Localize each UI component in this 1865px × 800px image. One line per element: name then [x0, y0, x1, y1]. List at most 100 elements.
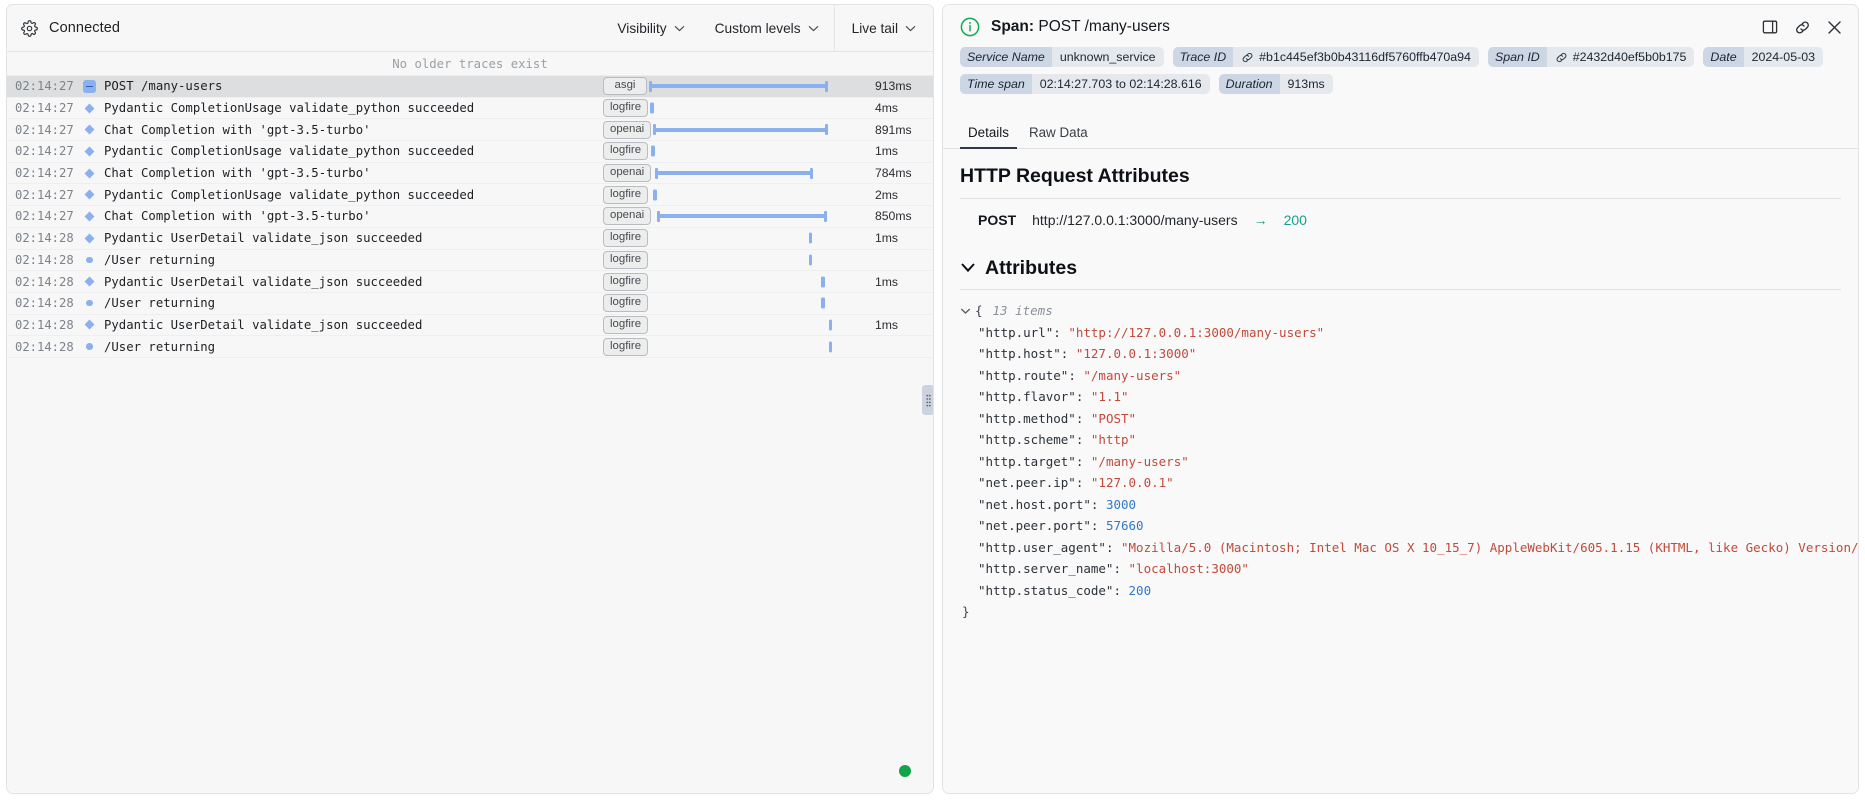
json-value: "Mozilla/5.0 (Macintosh; Intel Mac OS X … — [1121, 540, 1859, 555]
json-entry: "http.route": "/many-users" — [960, 365, 1841, 387]
json-value: "127.0.0.1:3000" — [1076, 346, 1196, 361]
close-icon[interactable] — [1827, 20, 1842, 35]
trace-duration-bar — [657, 214, 827, 218]
json-root-line[interactable]: { 13 items — [960, 300, 1841, 322]
copy-link-icon[interactable] — [1794, 19, 1811, 36]
json-entry: "http.status_code": 200 — [960, 580, 1841, 602]
trace-row[interactable]: 02:14:27Chat Completion with 'gpt-3.5-tu… — [7, 119, 933, 141]
trace-row-label: Pydantic UserDetail validate_json succee… — [104, 231, 422, 245]
metadata-key: Service Name — [960, 47, 1052, 67]
detail-tabs[interactable]: DetailsRaw Data — [943, 107, 1858, 149]
trace-source-badge[interactable]: logfire — [603, 316, 648, 334]
dot-icon — [83, 257, 96, 264]
metadata-pill: Trace ID#b1c445ef3b0b43116df5760ffb470a9… — [1173, 47, 1479, 67]
json-collapse-icon[interactable] — [960, 300, 971, 322]
trace-row[interactable]: 02:14:27Chat Completion with 'gpt-3.5-tu… — [7, 163, 933, 185]
trace-row[interactable]: 02:14:27Pydantic CompletionUsage validat… — [7, 184, 933, 206]
json-value: "http://127.0.0.1:3000/many-users" — [1068, 325, 1324, 340]
trace-row[interactable]: 02:14:28/User returninglogfire — [7, 250, 933, 272]
traces-toolbar: Connected Visibility Custom levels Liv — [7, 5, 933, 52]
connection-status: Connected — [49, 20, 120, 36]
trace-duration-bar — [821, 298, 825, 309]
copy-link-icon[interactable] — [1241, 51, 1254, 64]
trace-source-badge[interactable]: logfire — [603, 273, 648, 291]
copy-link-icon[interactable] — [1555, 51, 1568, 64]
trace-source-badge[interactable]: logfire — [603, 338, 648, 356]
metadata-value-text: 02:14:27.703 to 02:14:28.616 — [1040, 77, 1202, 91]
request-url[interactable]: http://127.0.0.1:3000/many-users — [1032, 212, 1237, 228]
panel-resize-handle[interactable] — [922, 385, 934, 415]
trace-source-badge[interactable]: logfire — [603, 142, 648, 160]
json-key: "net.peer.port" — [978, 518, 1091, 533]
json-items-count: 13 items — [993, 300, 1053, 322]
json-entry: "http.flavor": "1.1" — [960, 386, 1841, 408]
trace-row[interactable]: 02:14:27POST /many-usersasgi913ms — [7, 76, 933, 98]
chevron-down-icon — [905, 25, 916, 32]
trace-bar-area — [649, 293, 835, 314]
trace-bar-area — [649, 271, 835, 292]
trace-duration-bar — [829, 341, 833, 352]
tab-raw-data[interactable]: Raw Data — [1021, 121, 1096, 149]
span-details-panel: Span: POST /many-users — [942, 4, 1859, 794]
trace-row[interactable]: 02:14:27Pydantic CompletionUsage validat… — [7, 98, 933, 120]
diamond-icon — [83, 191, 96, 198]
json-key: "net.peer.ip" — [978, 475, 1076, 490]
trace-row[interactable]: 02:14:27Pydantic CompletionUsage validat… — [7, 141, 933, 163]
trace-source-badge[interactable]: logfire — [603, 294, 648, 312]
metadata-value[interactable]: #2432d40ef5b0b175 — [1547, 47, 1695, 67]
json-colon: : — [1091, 518, 1106, 533]
metadata-value: 913ms — [1280, 74, 1333, 94]
json-key: "http.scheme" — [978, 432, 1076, 447]
tab-details[interactable]: Details — [960, 121, 1017, 149]
trace-row[interactable]: 02:14:28/User returninglogfire — [7, 293, 933, 315]
live-tail-dropdown[interactable]: Live tail — [835, 5, 933, 51]
trace-bar-area — [649, 98, 835, 119]
response-status-code: 200 — [1284, 212, 1307, 228]
custom-levels-dropdown[interactable]: Custom levels — [700, 5, 834, 51]
trace-row-label: POST /many-users — [104, 79, 222, 93]
trace-row[interactable]: 02:14:28Pydantic UserDetail validate_jso… — [7, 271, 933, 293]
trace-source-badge[interactable]: asgi — [603, 77, 647, 95]
trace-source-badge[interactable]: openai — [603, 164, 651, 182]
json-entry: "http.target": "/many-users" — [960, 451, 1841, 473]
trace-row[interactable]: 02:14:27Chat Completion with 'gpt-3.5-tu… — [7, 206, 933, 228]
attributes-toggle[interactable]: Attributes — [943, 241, 1858, 289]
json-value: 200 — [1129, 583, 1152, 598]
metadata-key: Date — [1703, 47, 1743, 67]
trace-row[interactable]: 02:14:28Pydantic UserDetail validate_jso… — [7, 315, 933, 337]
trace-duration-bar — [650, 103, 654, 114]
trace-row[interactable]: 02:14:28/User returninglogfire — [7, 336, 933, 358]
json-value: "/many-users" — [1083, 368, 1181, 383]
info-circle-icon — [960, 17, 980, 37]
visibility-dropdown[interactable]: Visibility — [602, 5, 699, 51]
metadata-value-text: 2024-05-03 — [1752, 50, 1815, 64]
trace-source-badge[interactable]: logfire — [603, 99, 648, 117]
json-colon: : — [1076, 475, 1091, 490]
json-value: "localhost:3000" — [1129, 561, 1249, 576]
trace-source-badge[interactable]: logfire — [603, 251, 648, 269]
json-entry: "http.scheme": "http" — [960, 429, 1841, 451]
trace-source-badge[interactable]: logfire — [603, 186, 648, 204]
trace-rows-list[interactable]: 02:14:27POST /many-usersasgi913ms02:14:2… — [7, 76, 933, 793]
metadata-key: Time span — [960, 74, 1032, 94]
trace-row[interactable]: 02:14:28Pydantic UserDetail validate_jso… — [7, 228, 933, 250]
trace-source-badge[interactable]: openai — [603, 207, 651, 225]
metadata-value-text: 913ms — [1288, 77, 1325, 91]
trace-duration-label: 913ms — [875, 79, 912, 93]
panel-layout-icon[interactable] — [1762, 19, 1778, 35]
gear-icon[interactable] — [21, 20, 38, 37]
expand-collapse-icon[interactable] — [83, 80, 96, 93]
metadata-value[interactable]: #b1c445ef3b0b43116df5760ffb470a94 — [1233, 47, 1479, 67]
trace-bar-area — [649, 119, 835, 140]
json-colon: : — [1053, 325, 1068, 340]
trace-duration-label: 784ms — [875, 166, 912, 180]
json-entry: "http.server_name": "localhost:3000" — [960, 558, 1841, 580]
json-entry: "net.peer.port": 57660 — [960, 515, 1841, 537]
metadata-key: Trace ID — [1173, 47, 1234, 67]
trace-source-badge[interactable]: logfire — [603, 229, 648, 247]
trace-bar-area — [649, 336, 835, 357]
trace-source-badge[interactable]: openai — [603, 121, 651, 139]
trace-row-label: Pydantic CompletionUsage validate_python… — [104, 144, 474, 158]
trace-bar-area — [649, 141, 835, 162]
diamond-icon — [83, 105, 96, 112]
